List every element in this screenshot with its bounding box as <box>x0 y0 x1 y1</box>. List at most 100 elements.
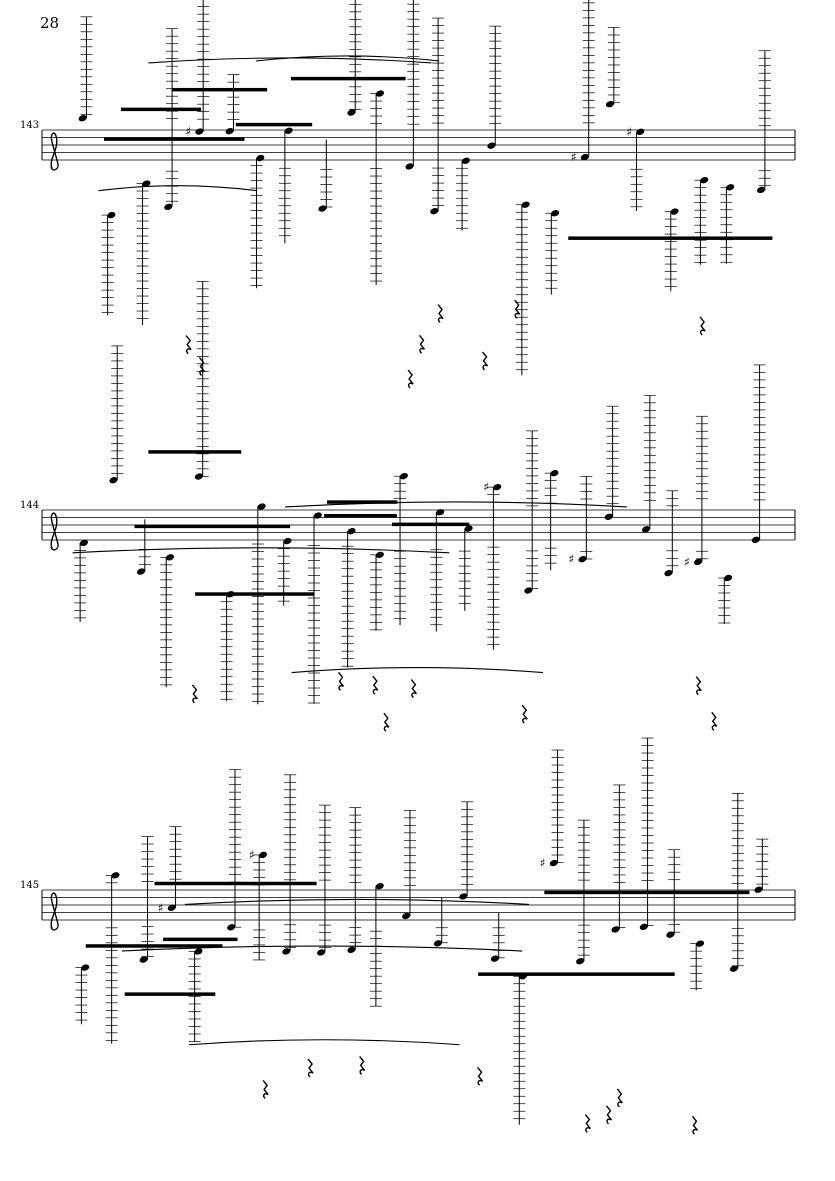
slur <box>184 898 530 905</box>
beam <box>195 592 315 596</box>
beams <box>103 76 773 240</box>
notehead <box>433 940 443 947</box>
rest-icon <box>372 675 379 695</box>
notehead <box>405 163 414 170</box>
rest-icon <box>514 299 521 319</box>
notehead <box>459 893 468 900</box>
staff <box>41 889 796 931</box>
staff <box>41 509 796 551</box>
notes: ♯♯♯ <box>75 737 769 1125</box>
notehead <box>282 948 291 955</box>
notehead <box>436 509 445 516</box>
page-number: 28 <box>40 14 60 32</box>
notehead <box>641 526 651 533</box>
system-145: ♯♯♯ <box>41 737 796 1135</box>
notehead <box>195 128 204 135</box>
beam <box>120 107 202 112</box>
notehead <box>694 558 703 566</box>
notehead <box>487 142 496 149</box>
notehead <box>464 525 473 532</box>
notes: ♯♯♯ <box>74 280 766 705</box>
notehead <box>347 528 356 535</box>
beam <box>85 944 223 948</box>
slur <box>256 55 440 62</box>
notehead <box>604 513 613 520</box>
notehead <box>283 537 292 545</box>
beam <box>392 522 470 527</box>
slur <box>98 185 257 192</box>
beams <box>85 881 750 996</box>
rest-icon <box>711 711 718 731</box>
treble-clef-icon <box>50 132 59 171</box>
sharp-icon: ♯ <box>569 552 575 566</box>
system-143: ♯♯♯ <box>41 0 796 389</box>
staff <box>41 129 796 171</box>
beam <box>544 890 750 895</box>
rest-icon <box>605 1105 612 1125</box>
notehead <box>430 207 439 215</box>
rest-icon <box>691 1115 698 1135</box>
beam <box>235 122 313 127</box>
beam <box>478 972 675 976</box>
rest-icon <box>407 369 414 389</box>
rest-icon <box>616 1088 623 1108</box>
rest-icon <box>185 335 192 355</box>
notehead <box>490 955 500 962</box>
notehead <box>79 539 89 547</box>
beam <box>171 87 268 92</box>
rest-icon <box>521 704 528 724</box>
slur <box>188 1039 460 1046</box>
notehead <box>347 946 356 954</box>
rests <box>185 299 706 389</box>
slur <box>148 57 432 64</box>
beam <box>290 76 406 81</box>
rest-icon <box>262 1080 269 1099</box>
notehead <box>402 912 411 920</box>
slur <box>291 667 544 674</box>
notehead <box>375 883 384 890</box>
slur <box>285 501 627 508</box>
notes: ♯♯♯ <box>78 0 771 376</box>
rest-icon <box>198 357 205 376</box>
rest-icon <box>699 316 706 336</box>
beam <box>154 881 317 886</box>
notehead <box>729 965 739 972</box>
notehead <box>167 904 176 911</box>
sharp-icon: ♯ <box>249 848 255 862</box>
notehead <box>139 956 148 963</box>
sharp-icon: ♯ <box>158 901 164 915</box>
beam <box>163 937 238 942</box>
rest-icon <box>481 351 489 371</box>
notehead <box>136 568 146 575</box>
notehead <box>524 587 533 594</box>
rest-icon <box>307 1058 314 1078</box>
notehead <box>580 153 589 161</box>
rests <box>262 1055 698 1135</box>
beam <box>148 450 242 454</box>
notehead <box>754 886 763 893</box>
measure-number-144: 144 <box>20 500 40 511</box>
notehead <box>636 128 645 135</box>
rest-icon <box>695 676 702 696</box>
notehead <box>751 536 760 543</box>
notehead <box>664 569 673 577</box>
notehead <box>461 157 470 164</box>
notehead <box>78 115 87 122</box>
slurs <box>121 898 530 1046</box>
beam <box>103 137 245 141</box>
notehead <box>549 859 558 867</box>
sharp-icon: ♯ <box>626 125 632 139</box>
sharp-icon: ♯ <box>185 125 191 139</box>
notehead <box>611 926 620 933</box>
sharp-icon: ♯ <box>483 480 489 494</box>
rest-icon <box>383 712 390 732</box>
beam <box>327 500 398 504</box>
rest-icon <box>191 684 198 704</box>
slurs <box>98 55 440 192</box>
treble-clef-icon <box>50 512 59 551</box>
notehead <box>666 931 675 938</box>
system-144: ♯♯♯ <box>41 280 796 732</box>
treble-clef-icon <box>50 892 59 931</box>
slurs <box>72 501 627 674</box>
